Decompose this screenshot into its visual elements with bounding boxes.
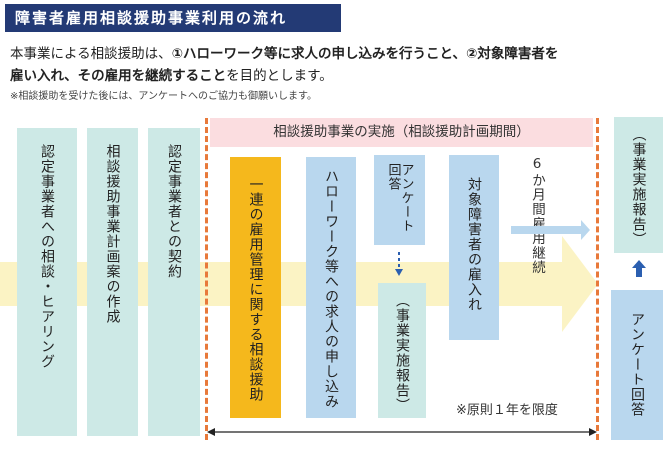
continue-months: 6か月間 bbox=[529, 156, 545, 217]
intro-bold-2: ②対象障害者を bbox=[466, 46, 559, 62]
survey-note: ※相談援助を受けた後には、アンケートへのご協力も御願いします。 bbox=[10, 91, 317, 102]
page-title: 障害者雇用相談援助事業利用の流れ bbox=[5, 4, 341, 32]
period-double-arrow-icon bbox=[207, 428, 597, 436]
step-report-inner: （事業実施報告） bbox=[378, 283, 426, 418]
step-report-final: （事業実施報告） bbox=[614, 117, 663, 253]
intro-bold-1: ①ハローワーク等に求人の申し込みを行うこと、 bbox=[171, 46, 466, 62]
step-plan-draft: 相談援助事業計画案の作成 bbox=[87, 128, 138, 436]
step-consultation-hearing: 認定事業者への相談・ヒアリング bbox=[17, 128, 77, 436]
period-header: 相談援助事業の実施（相談援助計画期間） bbox=[210, 118, 593, 147]
dotted-arrow-down-icon bbox=[395, 252, 403, 276]
continue-label: 6か月間雇用継続 bbox=[528, 156, 546, 275]
intro-line-2: 雇い入れ、その雇用を継続することを目的とします。 bbox=[10, 64, 333, 84]
step-survey: アンケート回答 bbox=[374, 155, 425, 245]
flow-arrow bbox=[0, 236, 598, 332]
continue-arrow-icon bbox=[511, 220, 590, 240]
step-consulting-support: 一連の雇用管理に関する相談援助 bbox=[230, 157, 281, 418]
period-start-line bbox=[205, 118, 208, 440]
intro-line-1: 本事業による相談援助は、①ハローワーク等に求人の申し込みを行うこと、②対象障害者… bbox=[10, 42, 558, 62]
arrow-up-icon bbox=[632, 260, 646, 277]
intro-bold-3: 雇い入れ、その雇用を継続すること bbox=[10, 68, 227, 84]
step-survey-final: アンケート回答 bbox=[611, 290, 663, 440]
intro-text: 本事業による相談援助は、 bbox=[10, 46, 172, 62]
period-end-line bbox=[596, 118, 599, 440]
step-hire: 対象障害者の雇入れ bbox=[449, 155, 499, 340]
step-contract: 認定事業者との契約 bbox=[148, 128, 200, 436]
step-job-offer: ハローワーク等への求人の申し込み bbox=[306, 157, 356, 418]
limit-note: ※原則１年を限度 bbox=[456, 403, 558, 418]
intro-text-2: を目的とします。 bbox=[226, 68, 333, 84]
